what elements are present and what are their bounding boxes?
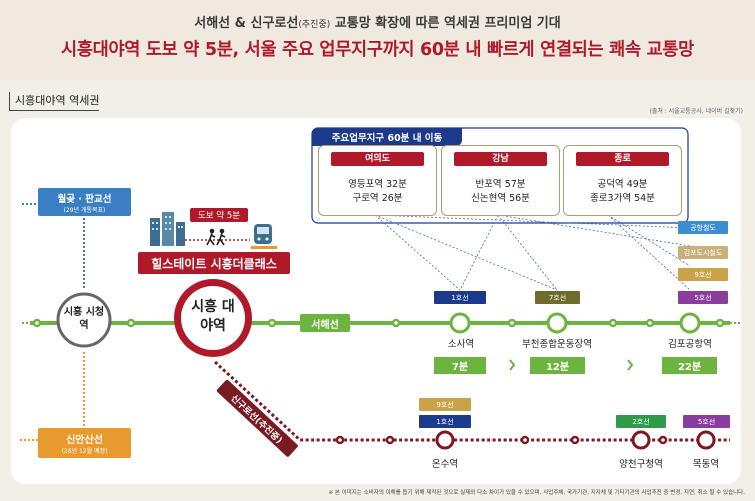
shinansan-badge: 신안산선 (26년 12월 예정) (38, 428, 131, 458)
line7-badge: 7호선 (535, 291, 580, 304)
yangcheon-station-marker (631, 430, 651, 450)
connector-lines (374, 214, 691, 291)
business-card-gangnam: 강남 반포역 57분 신논현역 56분 (441, 145, 560, 216)
card-name: 강남 (454, 152, 547, 166)
bucheon-minutes: 12분 (530, 357, 585, 374)
onsu-line1-badge: 1호선 (419, 415, 471, 428)
bucheon-station-label: 부천종합운동장역 (522, 339, 592, 350)
complex-name: 힐스테이트 시흥더클래스 (138, 252, 290, 274)
yangcheon-station-label: 양천구청역 (619, 459, 663, 470)
line9-badge: 9호선 (678, 268, 728, 281)
gimpo-station-marker (679, 312, 701, 334)
header-subtitle: 서해선 & 신구로선(추진중) 교통망 확장에 따른 역세권 프리미엄 기대 (194, 16, 561, 31)
daeya-inner (181, 286, 245, 350)
onsu-line9-badge: 9호선 (419, 398, 471, 411)
singuro-line (213, 360, 730, 442)
wolgot-pangyo-badge: 월곶 · 판교선 (29년 개통목표) (38, 188, 131, 216)
header-title: 시흥대야역 도보 약 5분, 서울 주요 업무지구까지 60분 내 빠르게 연결… (61, 40, 694, 60)
card-line: 영등포역 32분 (348, 179, 407, 190)
line1-badge: 1호선 (434, 291, 486, 304)
business-title: 주요업무지구 60분 내 이동 (312, 128, 462, 146)
card-line: 신논현역 56분 (471, 193, 530, 204)
wolgot-name: 월곶 · 판교선 (57, 193, 112, 205)
card-name: 여의도 (331, 152, 424, 166)
walk-badge: 도보 약 5분 (190, 208, 248, 222)
seohae-line-label: 서해선 (300, 314, 350, 332)
airport-line-badge: 공항철도 (678, 221, 728, 234)
siheung-city-station-label: 시흥 시청역 (63, 307, 105, 331)
gimpo-station-label: 김포공항역 (668, 339, 712, 350)
mokdong-line5-badge: 5호선 (683, 415, 730, 428)
train-icon (251, 224, 277, 249)
apartment-icon (150, 212, 185, 246)
onsu-station-marker (435, 430, 455, 450)
business-card-yeouido: 여의도 영등포역 32분 구로역 26분 (318, 145, 437, 216)
daeya-station-label: 시흥 대야역 (191, 299, 235, 334)
bucheon-station-marker (546, 312, 568, 334)
card-line: 종로3가역 54분 (590, 193, 655, 204)
sosa-station-marker (449, 312, 471, 334)
walking-people-icon (206, 228, 226, 246)
gimpo-minutes: 22분 (662, 357, 717, 374)
card-line: 반포역 57분 (475, 179, 526, 190)
card-line: 구로역 26분 (352, 193, 403, 204)
source-note: (출처 : 서울교통공사, 네이버 길찾기) (649, 108, 743, 115)
section-title: 시흥대야역 역세권 (9, 92, 100, 111)
wolgot-note: (29년 개통목표) (63, 206, 106, 214)
business-card-jongno: 종로 공덕역 49분 종로3가역 54분 (563, 145, 682, 216)
mokdong-station-label: 목동역 (692, 459, 720, 470)
arrow-icons (509, 359, 634, 371)
yangcheon-line2-badge: 2호선 (616, 415, 666, 428)
footnote: ※ 본 이미지는 소비자의 이해를 돕기 위해 제작된 것으로 실제와 다소 차… (328, 490, 745, 496)
gimpo-gold-badge: 김포도시철도 (678, 246, 728, 259)
card-name: 종로 (576, 152, 669, 166)
header-banner: 서해선 & 신구로선(추진중) 교통망 확장에 따른 역세권 프리미엄 기대 시… (0, 0, 755, 80)
siheung-city-marker (56, 292, 112, 348)
sosa-station-label: 소사역 (447, 339, 475, 350)
card-line: 공덕역 49분 (597, 179, 648, 190)
line5-badge: 5호선 (678, 291, 728, 304)
onsu-station-label: 온수역 (431, 459, 459, 470)
mokdong-station-marker (696, 430, 716, 450)
sosa-minutes: 7분 (434, 357, 486, 374)
shinansan-note: (26년 12월 예정) (61, 448, 108, 455)
shinansan-name: 신안산선 (66, 435, 103, 446)
